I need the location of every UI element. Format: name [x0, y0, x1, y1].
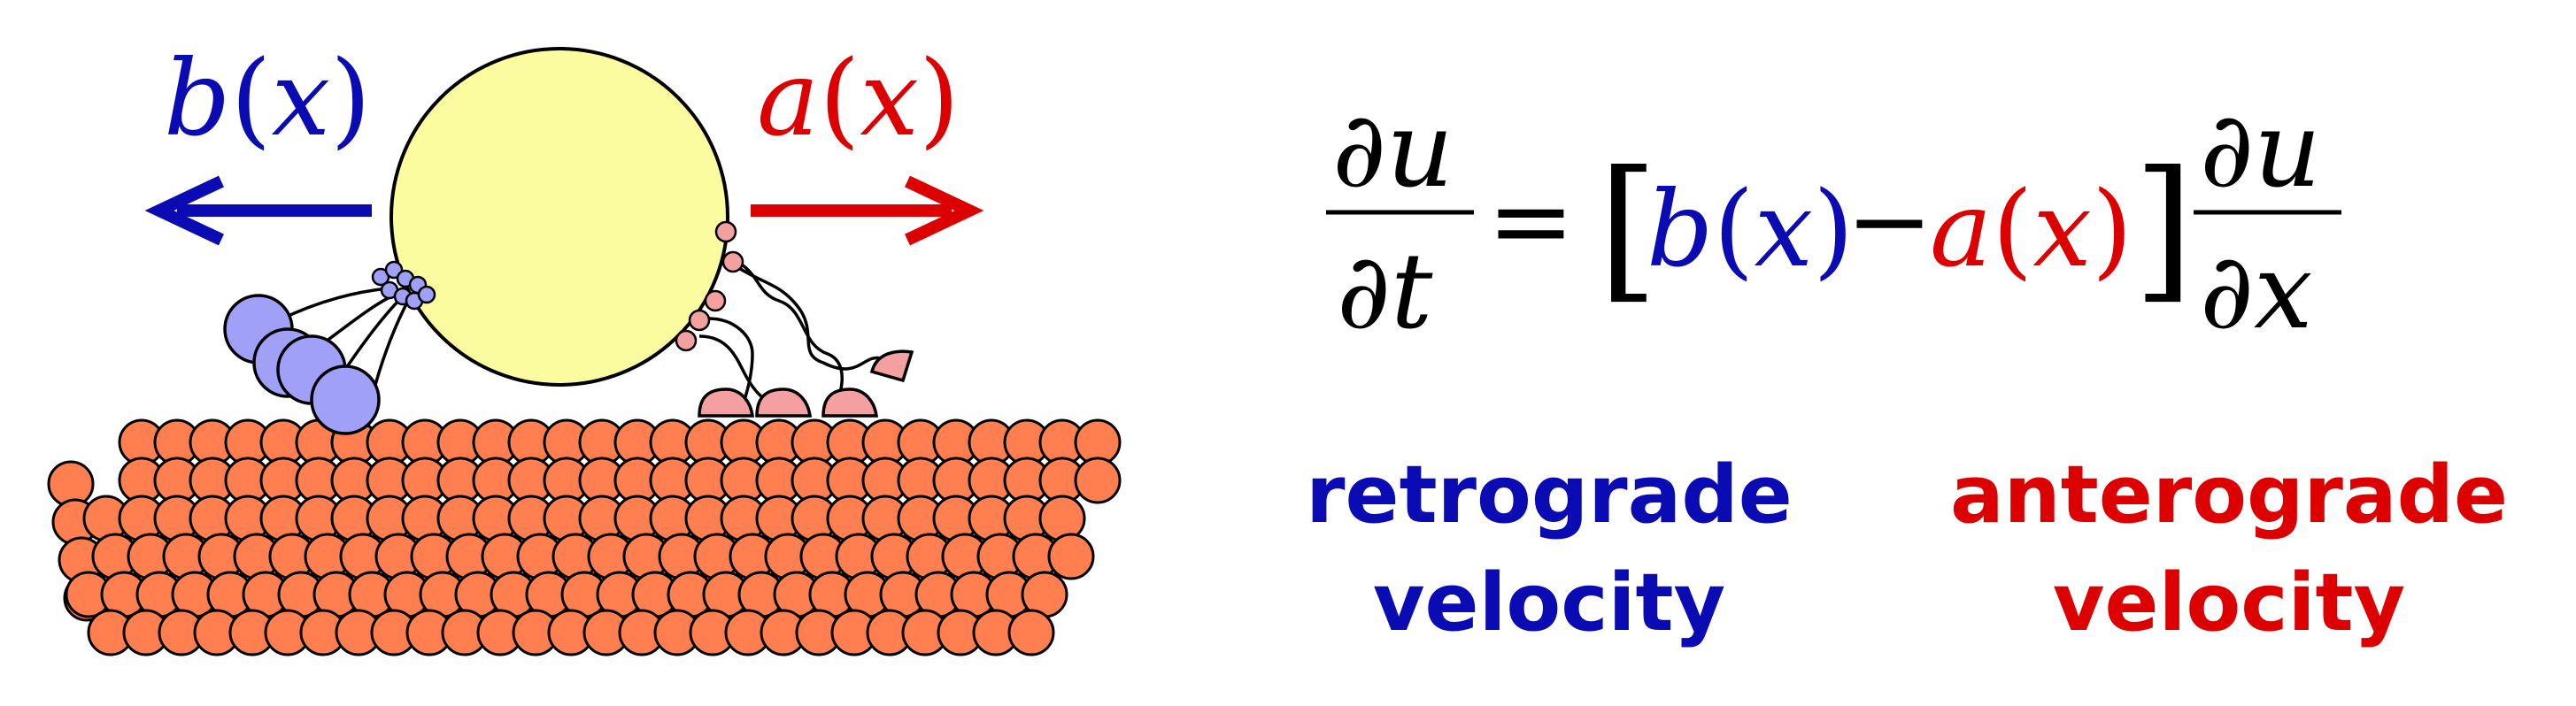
left-arrow-label: b(x) [164, 37, 371, 159]
anterograde-label-line1: anterograde [1950, 449, 2508, 541]
kinesin-tethers [698, 255, 882, 404]
microtubule-lattice-icon [47, 418, 1122, 656]
right-arrow-label: a(x) [757, 37, 960, 159]
minus-sign: − [1846, 159, 1933, 281]
rhs-numerator: ∂u [2200, 88, 2321, 211]
retrograde-label-line1: retrograde [1306, 449, 1793, 541]
kinesin-attachment-points [675, 220, 744, 352]
cargo-vesicle-icon [389, 47, 729, 387]
close-bracket: ] [2133, 139, 2194, 318]
equals-sign: = [1487, 159, 1575, 281]
equation-b-term: b(x) [1647, 168, 1854, 290]
tubulin-subunit [1074, 457, 1122, 504]
tubulin-subunit [1038, 495, 1086, 542]
transport-equation: ∂u ∂t = [ b(x) − a(x) ] ∂u ∂x [1326, 88, 2341, 352]
retrograde-arrow [144, 175, 372, 246]
motor-cargo-diagram: b(x) a(x) [47, 37, 1122, 656]
equation-a-term: a(x) [1930, 168, 2133, 290]
dynein-attachment-cluster [371, 260, 436, 311]
tubulin-subunit [1047, 533, 1095, 580]
tubulin-subunit [1007, 609, 1055, 656]
anterograde-label-line2: velocity [2053, 556, 2405, 649]
retrograde-label-line2: velocity [1373, 556, 1725, 649]
rhs-denominator: ∂x [2200, 230, 2313, 352]
dynein-motor-icon [223, 294, 381, 435]
open-bracket: [ [1598, 139, 1658, 318]
anterograde-arrow [751, 175, 984, 246]
velocity-labels: retrograde velocity anterograde velocity [1306, 449, 2508, 649]
kinesin-motor-icon [698, 349, 914, 418]
lhs-numerator: ∂u [1332, 88, 1454, 211]
lhs-denominator: ∂t [1337, 230, 1433, 352]
